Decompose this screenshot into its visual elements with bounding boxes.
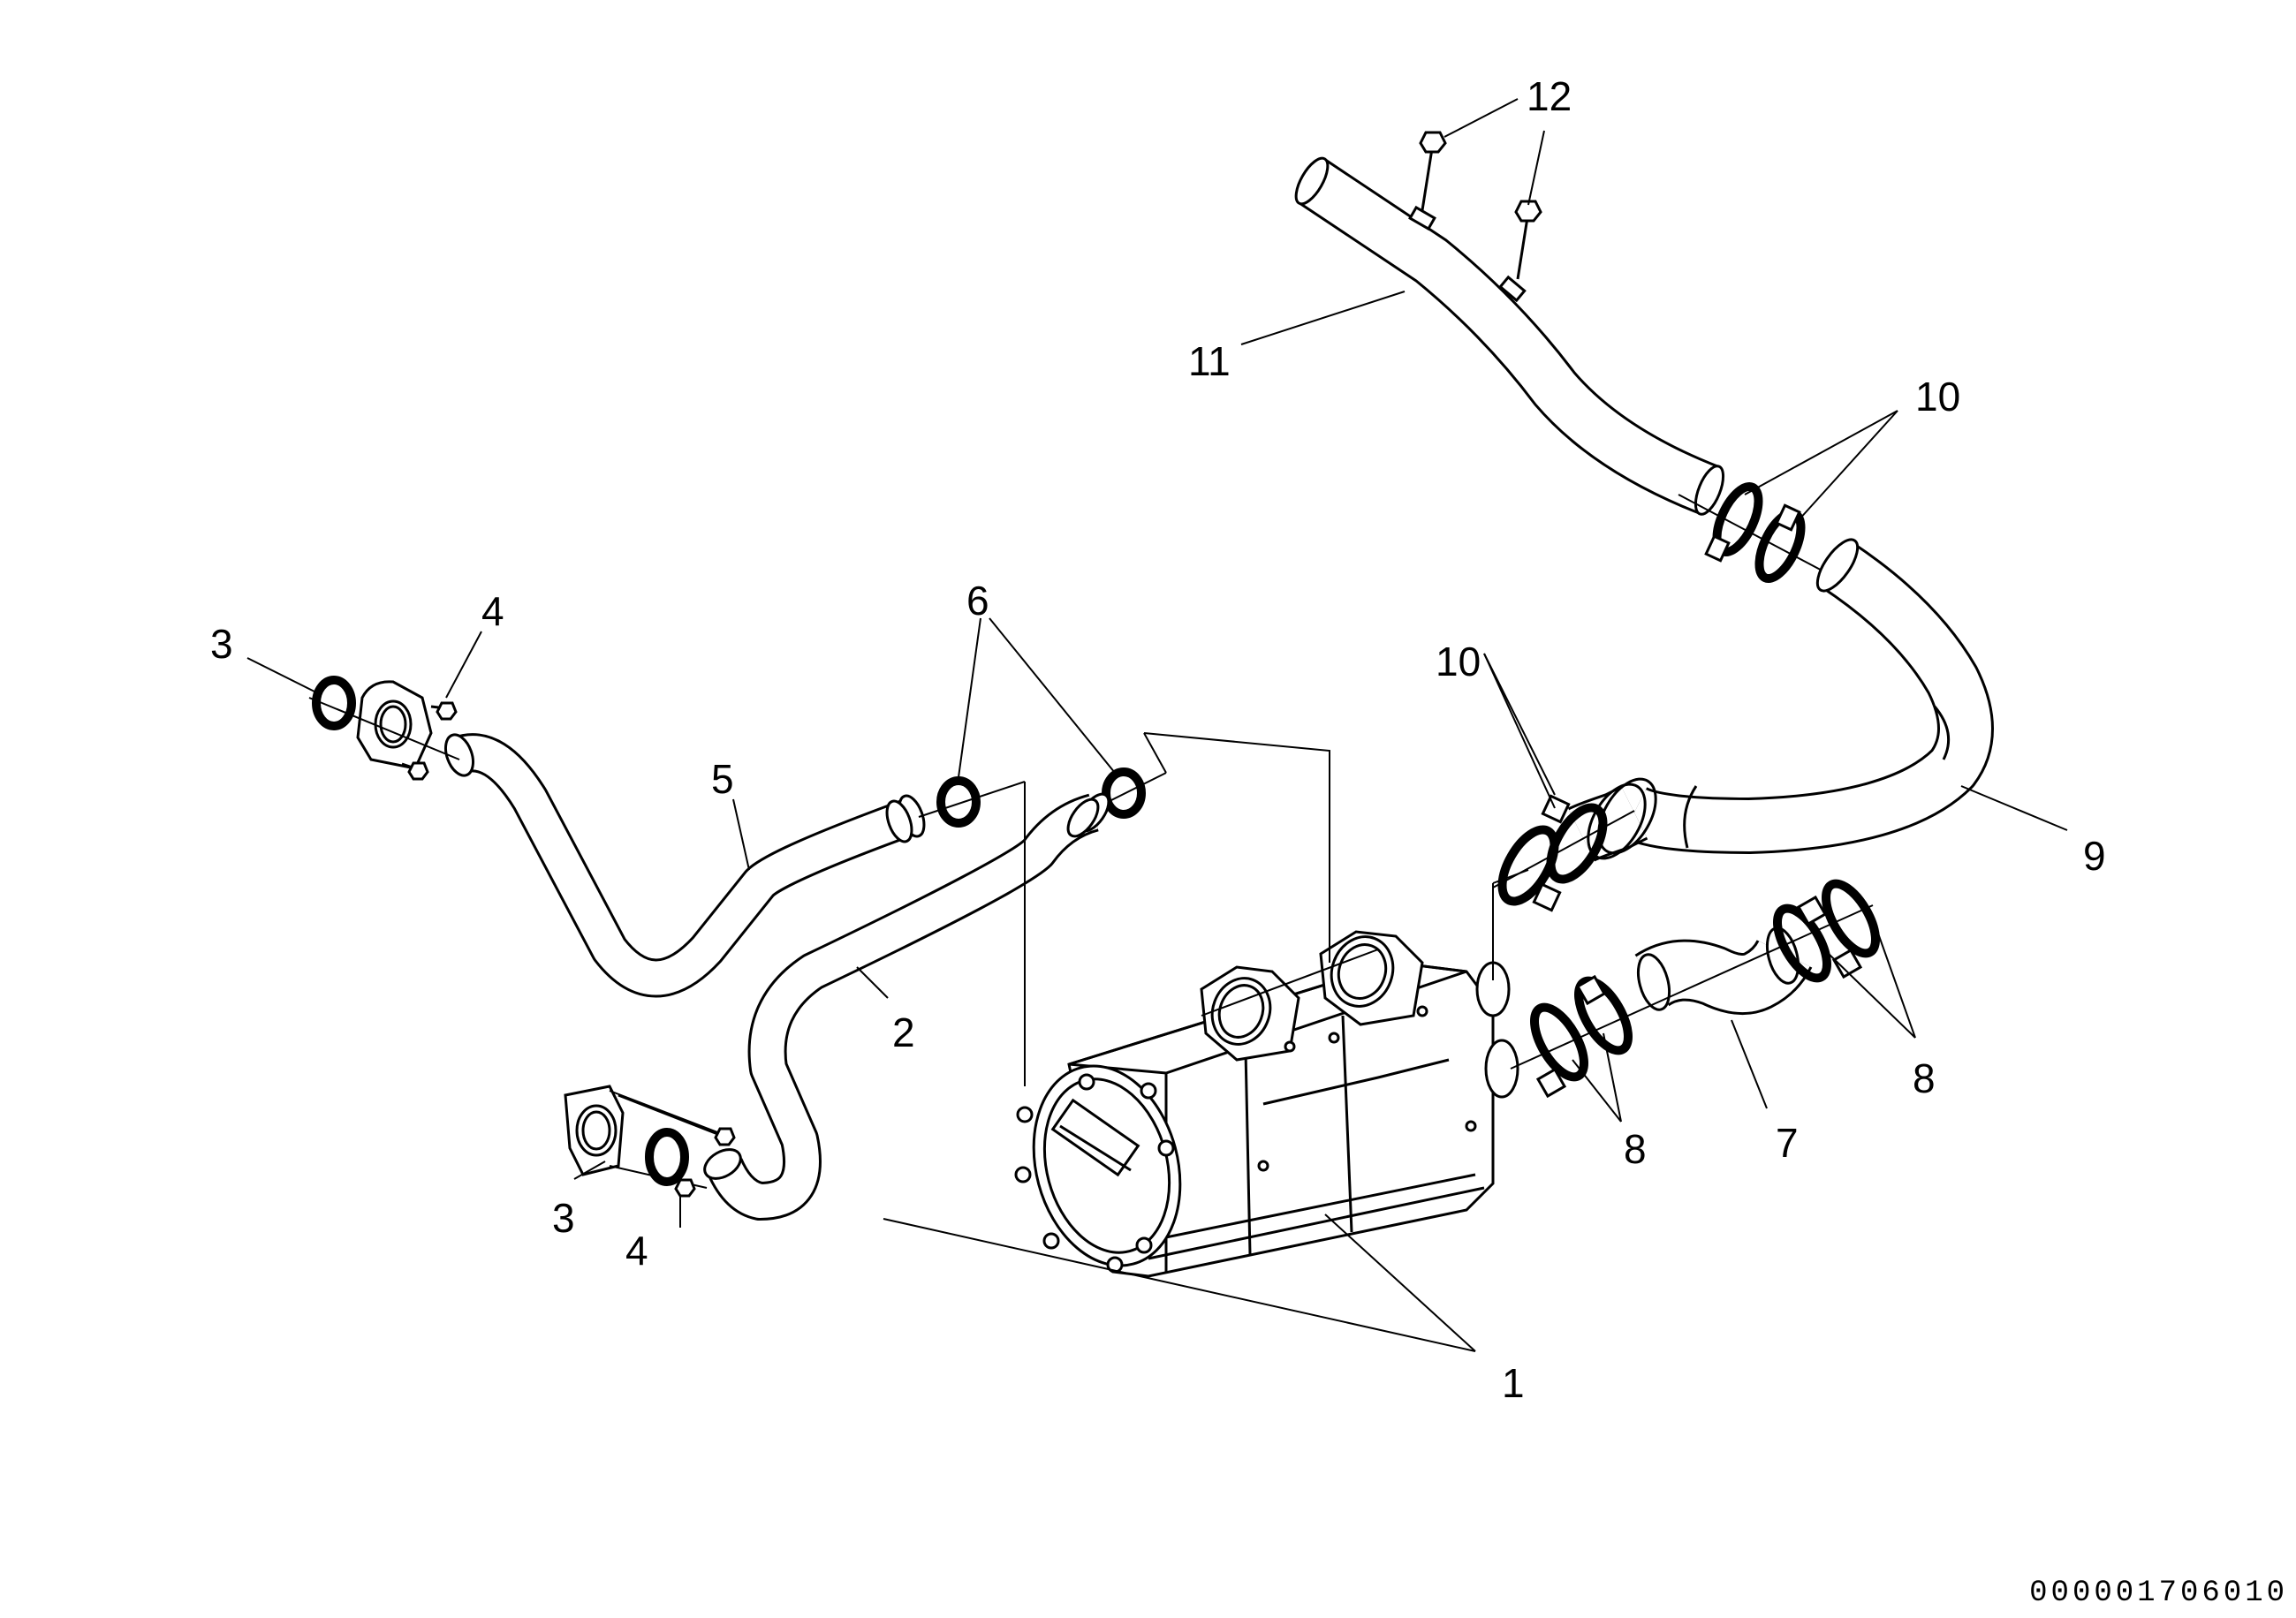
part-3-4-upper-flange (308, 676, 460, 781)
bolt-icon (1014, 1166, 1032, 1183)
callout-4-upper: 4 (481, 588, 504, 634)
bolt-icon (1016, 1106, 1034, 1123)
callout-11: 11 (1188, 338, 1231, 384)
callout-10-upper: 10 (1915, 374, 1960, 420)
callout-8-right: 8 (1913, 1055, 1936, 1101)
bolt-icon (407, 761, 429, 781)
callout-labels: 1 2 3 3 4 4 5 6 7 8 8 9 10 10 11 12 (210, 73, 2106, 1406)
part-11-upper-pipe (1294, 156, 1725, 516)
bolt-icon (1514, 200, 1542, 223)
bolt-icon (1157, 1139, 1175, 1157)
callout-1: 1 (1502, 1360, 1525, 1406)
leader-lines (246, 98, 2068, 1352)
bolt-icon (1106, 1256, 1124, 1274)
part-2-pipe (703, 792, 1110, 1221)
part-10-lower-clamps (1492, 777, 1657, 912)
callout-3-lower: 3 (552, 1195, 575, 1241)
callout-6: 6 (966, 578, 989, 624)
part-10-upper-clamps (1678, 481, 1830, 584)
bolt-icon (436, 701, 458, 721)
callout-2: 2 (892, 1009, 915, 1055)
part-1-main-unit (1014, 930, 1519, 1278)
bolt-icon (1078, 1073, 1095, 1091)
callout-7: 7 (1776, 1120, 1799, 1166)
callout-9: 9 (2083, 833, 2106, 879)
document-id: 000001706010 (2029, 1576, 2288, 1610)
callout-5: 5 (711, 756, 734, 802)
bolt-icon (714, 1127, 736, 1146)
callout-12: 12 (1527, 73, 1572, 119)
part-3-4-lower-flange (564, 1085, 736, 1198)
part-6-seals (918, 767, 1167, 828)
assembly-axis-lines (1024, 732, 1529, 1086)
callout-3-upper: 3 (210, 621, 233, 667)
callout-10-lower: 10 (1436, 639, 1481, 684)
part-5-pipe (443, 733, 926, 998)
callout-4-lower: 4 (625, 1228, 648, 1274)
callout-8-left: 8 (1624, 1126, 1647, 1172)
bolt-icon (1042, 1232, 1060, 1250)
bolt-icon (1419, 131, 1447, 154)
bolt-icon (1135, 1236, 1153, 1254)
part-12-bolts (1419, 131, 1542, 280)
bolt-icon (1140, 1082, 1157, 1100)
part-8-clamps (1510, 879, 1880, 1099)
bolt-icon (674, 1178, 696, 1198)
